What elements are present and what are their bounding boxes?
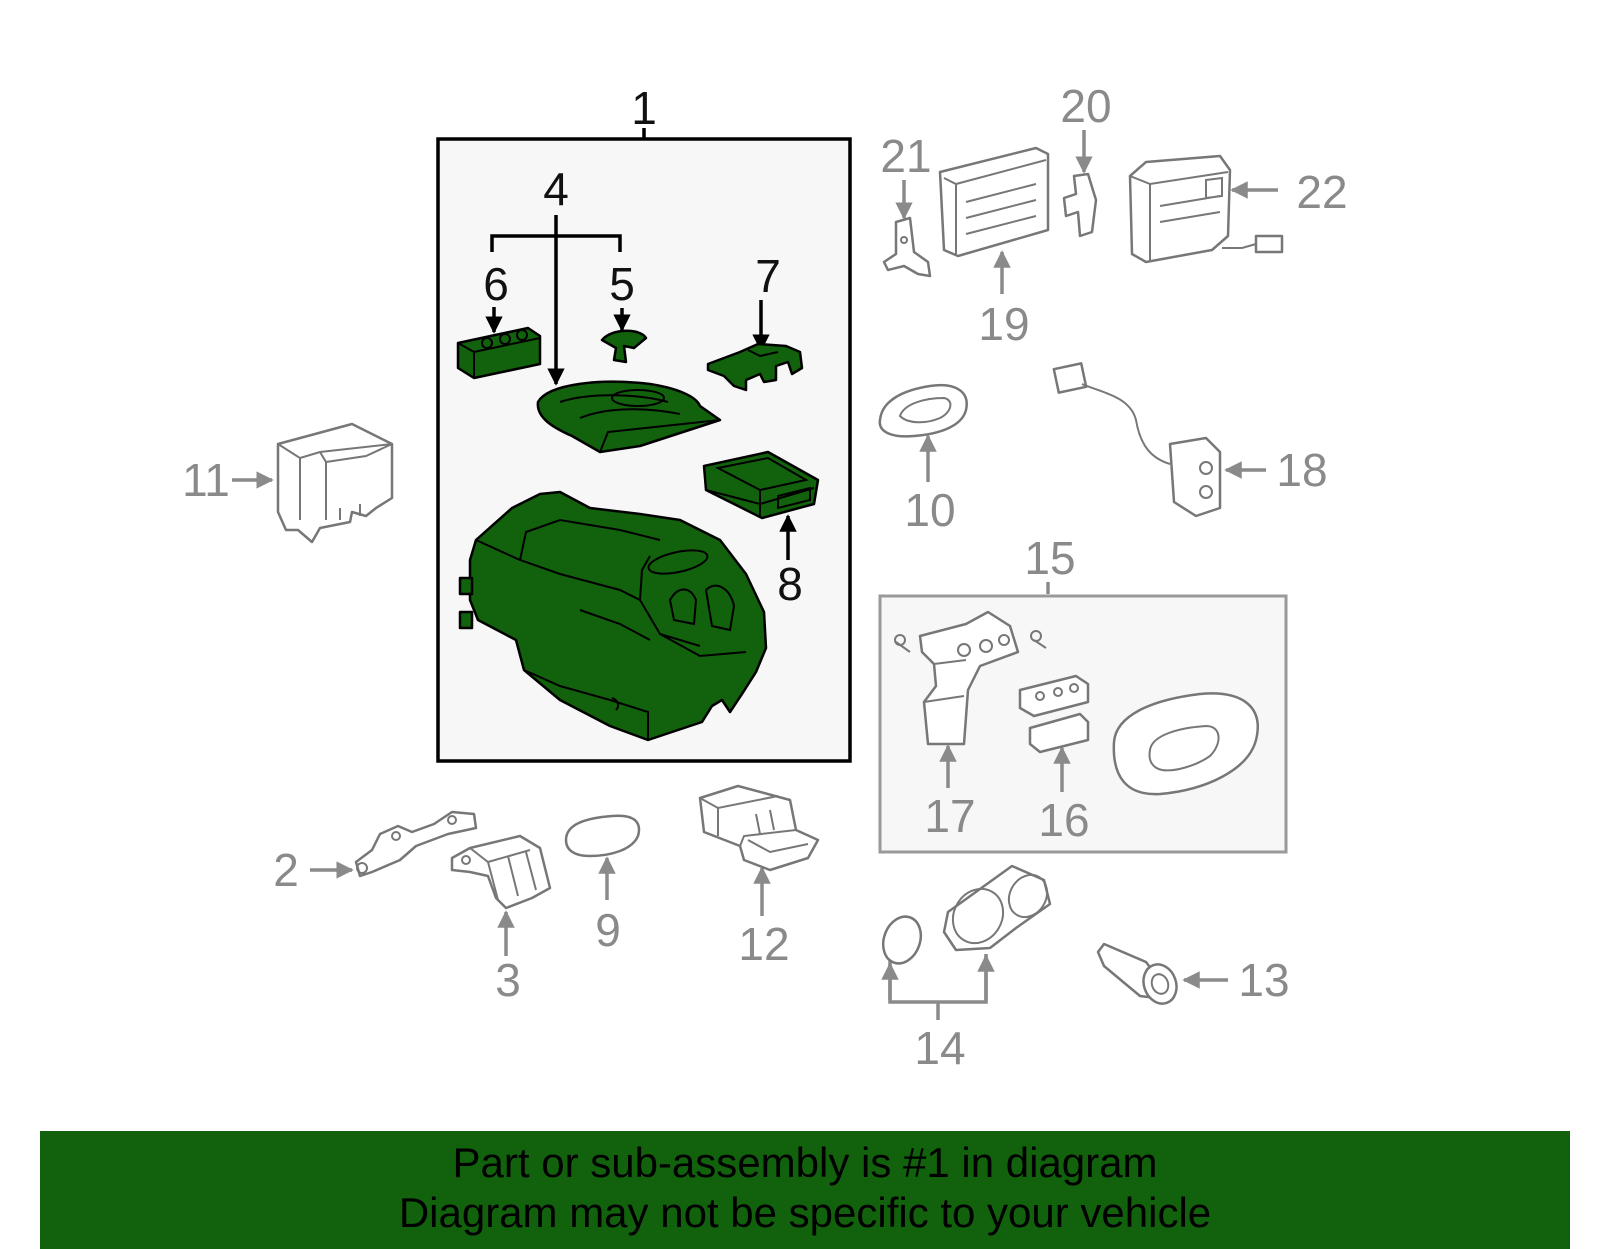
part-22-unit (1128, 154, 1284, 264)
footer-banner: Part or sub-assembly is #1 in diagram Di… (40, 1131, 1570, 1249)
callout-21: 21 (880, 130, 931, 182)
callout-10: 10 (904, 484, 955, 536)
callout-9: 9 (595, 904, 621, 956)
banner-line-2: Diagram may not be specific to your vehi… (398, 1189, 1212, 1236)
banner-line-1: Part or sub-assembly is #1 in diagram (452, 1139, 1158, 1186)
part-4-shift-cover (536, 380, 722, 454)
part-9-pad (564, 814, 641, 858)
callout-7: 7 (755, 250, 781, 302)
part-12-housing (698, 784, 820, 872)
part-19-module (938, 146, 1050, 258)
callout-18: 18 (1276, 444, 1327, 496)
part-13-socket (1096, 942, 1178, 1005)
callout-16: 16 (1038, 794, 1089, 846)
callout-19: 19 (978, 298, 1029, 350)
callout-1: 1 (631, 82, 657, 134)
part-15-bezel (1112, 692, 1259, 796)
part-8-tray (702, 450, 820, 520)
callout-14: 14 (914, 1022, 965, 1074)
part-7-bracket (706, 342, 804, 392)
callout-6: 6 (483, 258, 509, 310)
part-10-bezel (878, 383, 968, 438)
callout-3: 3 (495, 954, 521, 1006)
callout-5: 5 (609, 258, 635, 310)
part-3-bracket (450, 834, 552, 910)
part-5-clip (600, 329, 648, 364)
part-14-cupholder (881, 864, 1052, 965)
callout-8: 8 (777, 558, 803, 610)
callout-11: 11 (182, 454, 230, 506)
part-21-bracket (882, 216, 932, 278)
part-console-body (458, 490, 768, 742)
part-6-switch (456, 326, 542, 380)
callout-4: 4 (543, 163, 569, 215)
callout-13: 13 (1238, 954, 1289, 1006)
part-16-switch (1018, 674, 1090, 754)
callout-22: 22 (1296, 166, 1347, 218)
callout-17: 17 (924, 790, 975, 842)
callout-2: 2 (273, 844, 299, 896)
part-2-bracket (354, 810, 478, 878)
part-18-connector (1052, 362, 1222, 518)
part-11-bracket (276, 422, 394, 544)
part-20-bracket (1062, 172, 1098, 238)
part-17-latch (894, 610, 1047, 746)
callout-15: 15 (1024, 532, 1075, 584)
callout-20: 20 (1060, 80, 1111, 132)
callout-12: 12 (738, 918, 789, 970)
